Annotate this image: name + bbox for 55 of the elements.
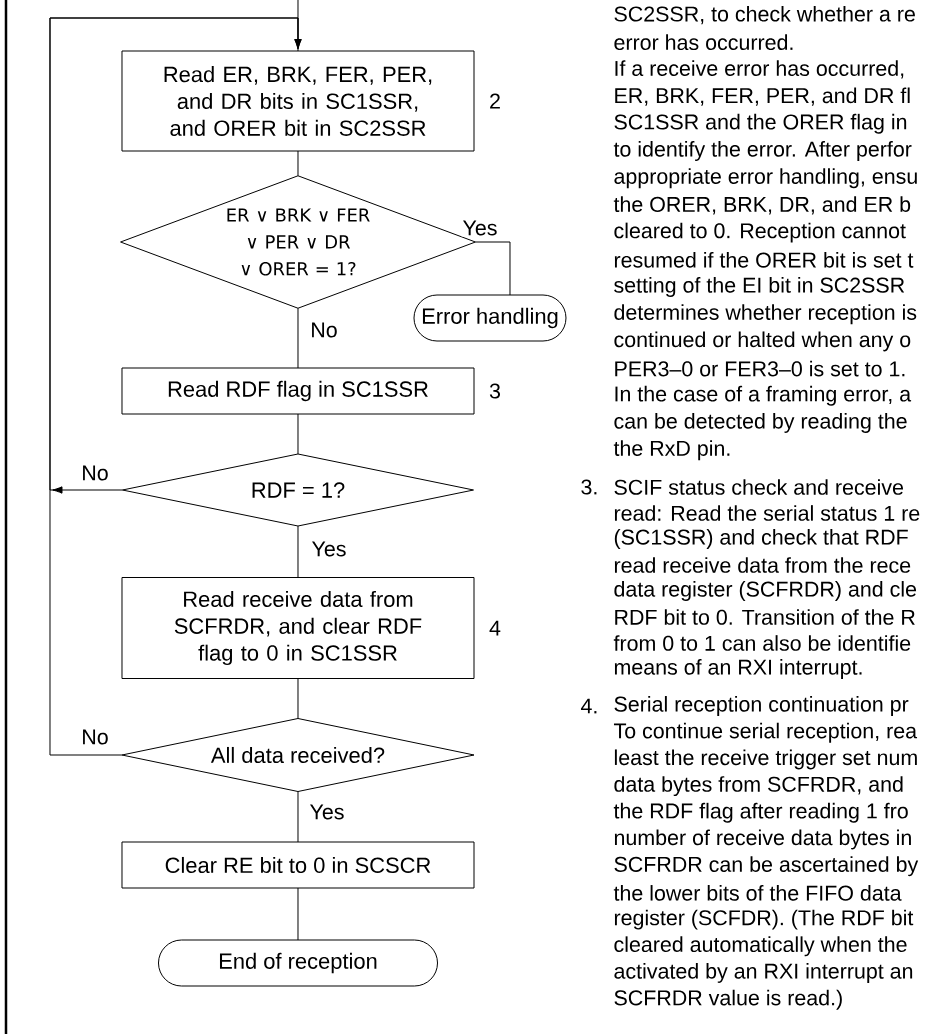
process-box: Clear RE bit to 0 in SCSCR xyxy=(121,841,475,889)
description-text: PER3–0 or FER3–0 is set to 1. xyxy=(615,360,905,377)
description-text: from 0 to 1 can also be identifie xyxy=(613,635,911,651)
description-text: cleared automatically when the xyxy=(614,936,907,957)
description-text: to identify the error. After perfor xyxy=(613,141,912,161)
description-text: least the receive trigger set num xyxy=(614,749,917,770)
edge-label: Yes xyxy=(461,219,499,237)
description-text: means of an RXI interrupt. xyxy=(614,659,862,679)
edge-label: No xyxy=(80,464,110,482)
description-text: continued or halted when any o xyxy=(614,331,911,352)
description-text: error has occurred. xyxy=(614,34,793,51)
description-text: register (SCFDR). (The RDF bit xyxy=(614,909,914,930)
description-text: SCIF status check and receive xyxy=(614,479,903,495)
description-text: data register (SCFRDR) and cle xyxy=(614,581,917,601)
description-text: determines whether reception is xyxy=(614,304,917,325)
process-box: Read ER, BRK, FER, PER, and DR bits in SC1SSR, and ORER bit in SC2SSR xyxy=(121,50,475,152)
step-number: 2 xyxy=(490,93,500,109)
description-text: number of receive data bytes in xyxy=(614,829,911,850)
edge-label: No xyxy=(309,321,339,339)
process-box: Read receive data from SCFRDR, and clear RDF flag to 0 in SC1SSR xyxy=(121,577,475,679)
description-text: Serial reception continuation pr xyxy=(614,696,909,716)
list-number: 3. xyxy=(581,479,597,495)
description-text: ER, BRK, FER, PER, and DR fl xyxy=(615,87,910,106)
description-text: appropriate error handling, ensu xyxy=(614,168,917,189)
description-text: (SC1SSR) and check that RDF xyxy=(614,529,908,549)
description-text: SCFRDR value is read.) xyxy=(614,989,842,1010)
description-text: the lower bits of the FIFO data xyxy=(613,885,902,901)
description-text: If a receive error has occurred, xyxy=(615,60,904,79)
description-text: read receive data from the rece xyxy=(614,557,911,573)
description-text: the RDF flag after reading 1 fro xyxy=(613,802,908,823)
process-box: Read RDF flag in SC1SSR xyxy=(121,367,475,415)
description-text: To continue serial reception, rea xyxy=(614,722,918,743)
description-text: SCFRDR can be ascertained by xyxy=(614,856,919,877)
description-text: data bytes from SCFRDR, and xyxy=(614,776,903,797)
arrow xyxy=(49,17,302,756)
description-text: can be detected by reading the xyxy=(614,413,907,433)
terminal-box: End of reception xyxy=(158,939,438,987)
terminal-box: Error handling xyxy=(413,294,567,342)
description-text: In the case of a framing error, a xyxy=(615,385,912,406)
step-number: 4 xyxy=(489,620,501,636)
description-text: SC1SSR and the ORER flag in xyxy=(614,113,907,134)
description-text: cleared to 0. Reception cannot xyxy=(614,222,906,243)
edge-label: Yes xyxy=(310,540,348,558)
edge-label: Yes xyxy=(308,803,346,821)
description-text: read: Read the serial status 1 re xyxy=(614,505,920,521)
description-text: the RxD pin. xyxy=(613,440,730,461)
list-number: 4. xyxy=(581,698,597,714)
description-text: activated by an RXI interrupt an xyxy=(614,963,913,983)
step-number: 3 xyxy=(489,383,500,399)
description-text: resumed if the ORER bit is set t xyxy=(614,251,914,268)
description-text: setting of the EI bit in SC2SSR xyxy=(614,277,905,297)
description-text: the ORER, BRK, DR, and ER b xyxy=(613,196,911,215)
edge-label: No xyxy=(80,728,110,746)
description-text: RDF bit to 0. Transition of the R xyxy=(615,609,915,625)
description-text: SC2SSR, to check whether a re xyxy=(614,5,915,25)
